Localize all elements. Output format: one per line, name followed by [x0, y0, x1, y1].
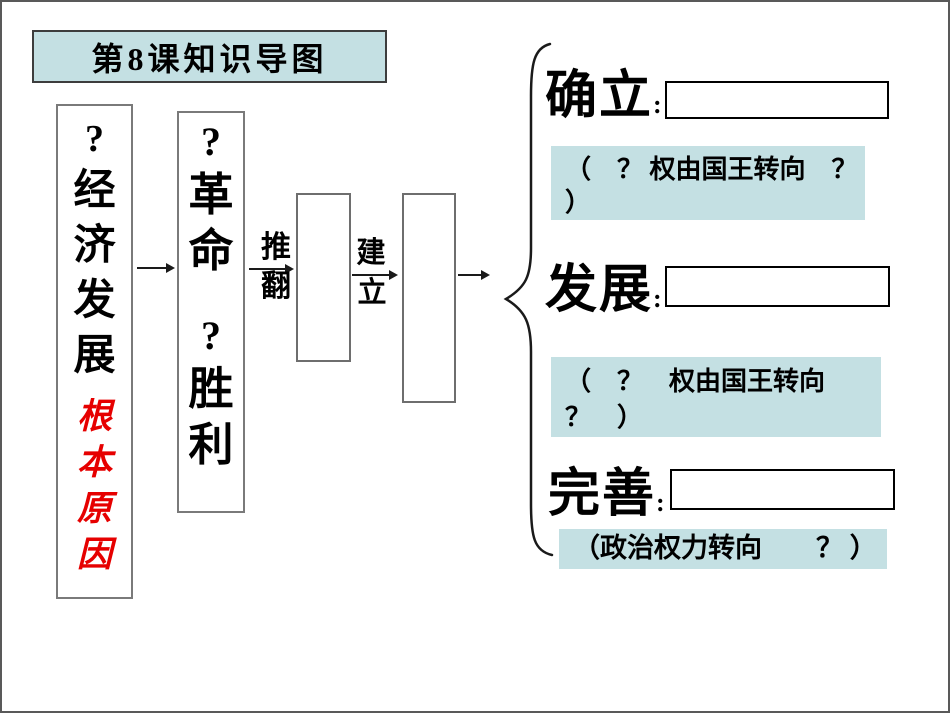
answer-blank-establish [665, 81, 889, 119]
outcome-heading-establish: 确立: [545, 68, 662, 134]
colon: : [653, 90, 662, 119]
root-cause-char: 原 [76, 489, 112, 528]
arrow-cause-to-revolution [137, 263, 175, 273]
root-cause-char: 因 [76, 535, 112, 574]
arrow-overthrow [249, 264, 294, 274]
empty-box-2 [402, 193, 456, 403]
economic-development-box: ? 经 济 发 展 根 本 原 因 [56, 104, 133, 599]
empty-box-1 [296, 193, 351, 362]
victory-char: 胜 [188, 364, 234, 414]
answer-blank-perfect [670, 469, 895, 510]
arrow-to-brace [458, 270, 490, 280]
slide-title: 第8课知识导图 [32, 30, 387, 83]
root-cause-char: 根 [76, 397, 112, 436]
question-mark: ? [85, 118, 104, 160]
overthrow-label-top: 推 [261, 231, 291, 264]
cause-char: 发 [73, 278, 116, 324]
root-cause-char: 本 [76, 443, 112, 482]
hint-line: ） [565, 188, 592, 217]
colon: : [653, 284, 662, 313]
question-mark: ? [201, 313, 221, 358]
establish-label-top: 建 [356, 237, 386, 269]
question-mark: ? [201, 119, 221, 164]
hint-note-develop: （ ？ 权由国王转向 ？ ） [551, 357, 881, 437]
arrow-establish [352, 270, 398, 280]
hint-line: （ ？ 权由国王转向 [565, 367, 826, 396]
revolution-char: 命 [188, 226, 234, 276]
hint-line: （ ？ 权由国王转向 ？ [565, 155, 858, 184]
revolution-char: 革 [188, 170, 234, 220]
establish-label-bottom: 立 [357, 277, 387, 309]
hint-line: ？ ） [565, 403, 644, 432]
outcome-heading-text: 完善 [548, 466, 657, 523]
hint-line: （政治权力转向 ？ ） [573, 533, 877, 563]
outcome-heading-perfect: 完善: [548, 466, 665, 532]
overthrow-label-bottom: 翻 [261, 270, 291, 303]
hint-note-perfect: （政治权力转向 ？ ） [559, 529, 887, 569]
outcome-heading-text: 发展 [545, 262, 654, 319]
answer-blank-develop [665, 266, 890, 307]
victory-char: 利 [188, 420, 234, 470]
revolution-victory-box: ? 革 命 ? 胜 利 [177, 111, 245, 513]
cause-char: 济 [73, 223, 116, 269]
cause-char: 经 [73, 168, 116, 214]
curly-brace [503, 42, 554, 557]
slide-title-text: 第8课知识导图 [91, 40, 328, 77]
colon: : [656, 488, 665, 517]
hint-note-establish: （ ？ 权由国王转向 ？ ） [551, 146, 865, 220]
cause-char: 展 [73, 333, 116, 379]
outcome-heading-develop: 发展: [545, 262, 662, 328]
outcome-heading-text: 确立 [545, 68, 654, 125]
